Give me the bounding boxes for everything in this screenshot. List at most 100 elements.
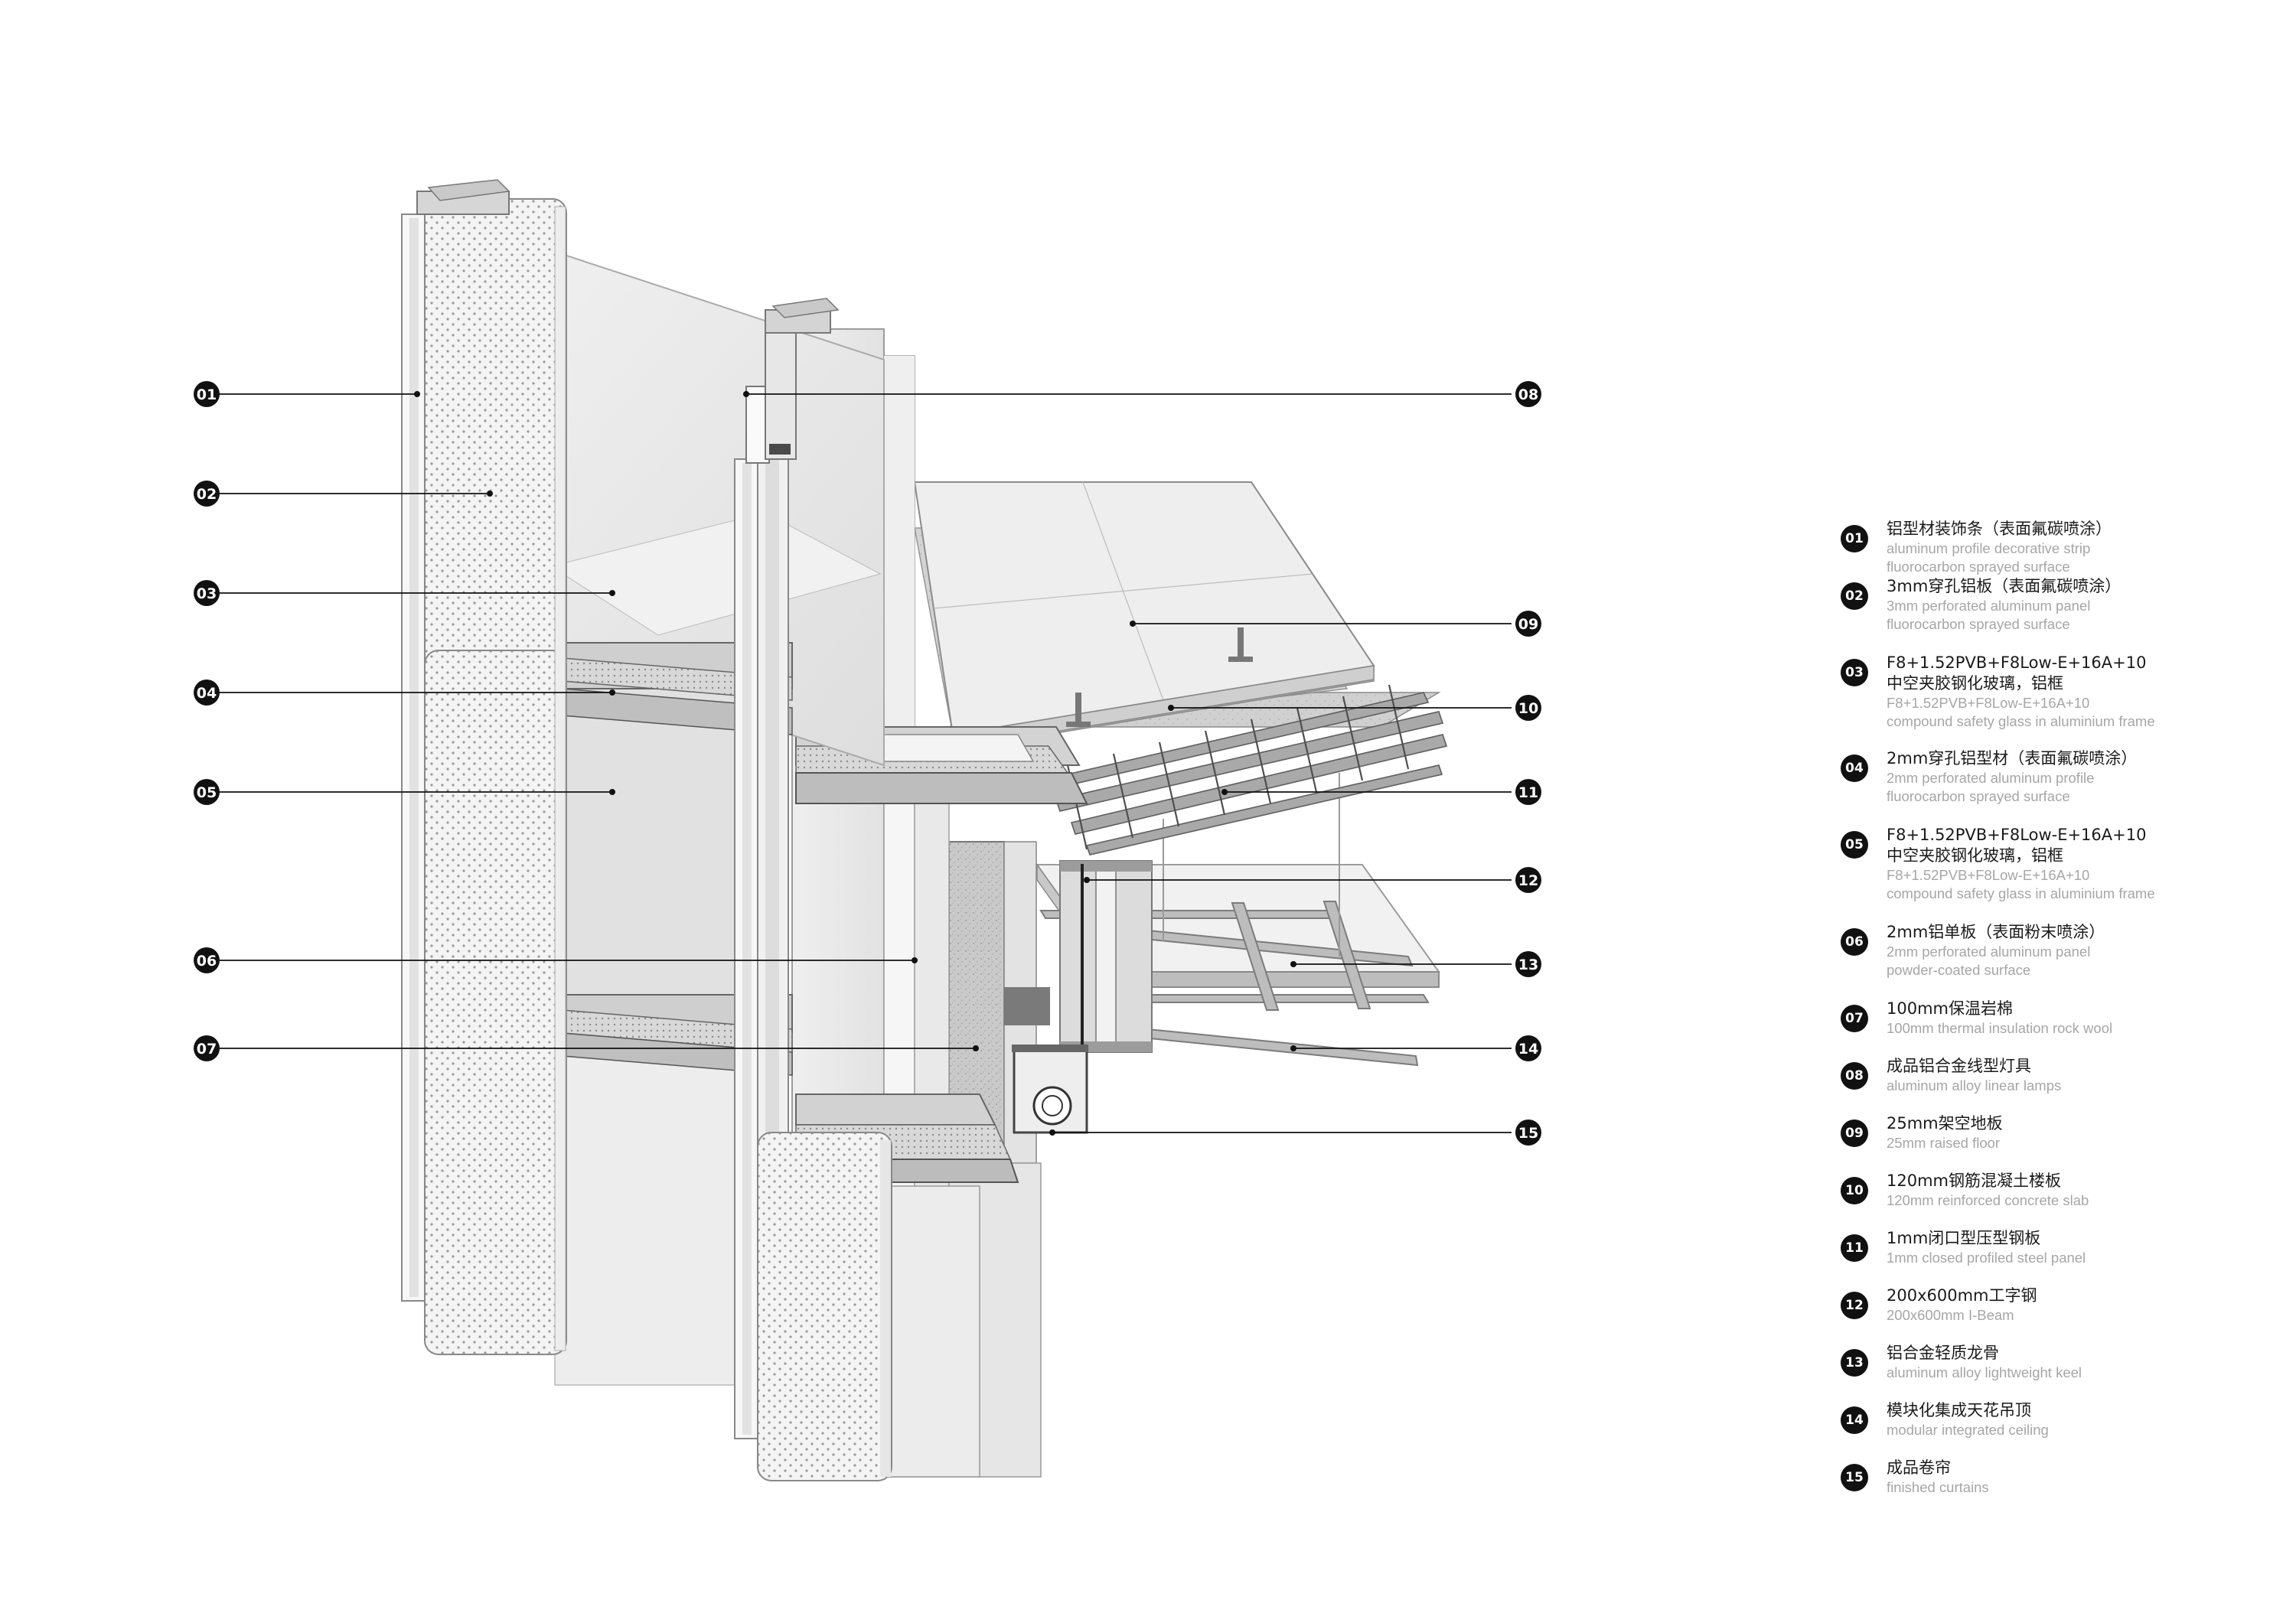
legend-label-en: F8+1.52PVB+F8Low-E+16A+10	[1887, 867, 2090, 883]
callout-02: 02	[194, 481, 220, 507]
legend-label-en: 2mm perforated aluminum profile	[1887, 770, 2095, 786]
svg-text:11: 11	[1518, 784, 1538, 801]
legend-item-03: 03 F8+1.52PVB+F8Low-E+16A+10 中空夹胶钢化玻璃，铝框…	[1841, 653, 2254, 748]
legend-badge: 04	[1841, 754, 1868, 782]
legend-label-en: F8+1.52PVB+F8Low-E+16A+10	[1887, 695, 2090, 711]
legend-label-zh: 铝合金轻质龙骨	[1887, 1344, 1999, 1362]
legend-label-en: 100mm thermal insulation rock wool	[1887, 1020, 2113, 1036]
leader-lines	[218, 393, 1512, 1133]
callout-11: 11	[1515, 779, 1541, 805]
svg-text:01: 01	[197, 386, 217, 403]
legend-label-en: 25mm raised floor	[1887, 1135, 2001, 1151]
callout-08: 08	[1515, 381, 1541, 407]
legend-badge: 07	[1841, 1005, 1868, 1032]
legend-label-zh: 模块化集成天花吊顶	[1887, 1401, 2031, 1419]
legend-label-en: finished curtains	[1887, 1479, 1989, 1495]
legend-item-15: 15 成品卷帘 finished curtains	[1841, 1458, 2254, 1515]
legend-badge: 13	[1841, 1349, 1868, 1377]
legend-label-zh-line2: 中空夹胶钢化玻璃，铝框	[1887, 674, 2063, 693]
legend-item-09: 09 25mm架空地板 25mm raised floor	[1841, 1113, 2254, 1171]
legend-item-14: 14 模块化集成天花吊顶 modular integrated ceiling	[1841, 1400, 2254, 1458]
callout-10: 10	[1515, 695, 1541, 721]
legend-badge: 10	[1841, 1177, 1868, 1204]
legend-label-en: 2mm perforated aluminum panel	[1887, 943, 2091, 960]
legend-label-zh: 3mm穿孔铝板（表面氟碳喷涂）	[1887, 577, 2122, 595]
svg-text:08: 08	[1518, 386, 1538, 403]
svg-text:07: 07	[197, 1041, 217, 1058]
legend-badge: 06	[1841, 928, 1868, 956]
legend-badge: 12	[1841, 1292, 1868, 1319]
legend-label-zh: 铝型材装饰条（表面氟碳喷涂）	[1887, 520, 2112, 538]
svg-text:09: 09	[1518, 616, 1538, 633]
legend-badge: 11	[1841, 1234, 1868, 1262]
perforated-panel-left	[424, 198, 567, 1355]
callout-13: 13	[1515, 951, 1541, 977]
callout-05: 05	[194, 779, 220, 805]
legend-item-02: 02 3mm穿孔铝板（表面氟碳喷涂） 3mm perforated alumin…	[1841, 576, 2254, 653]
legend-item-12: 12 200x600mm工字钢 200x600mm I-Beam	[1841, 1286, 2254, 1343]
legend-item-05: 05 F8+1.52PVB+F8Low-E+16A+10 中空夹胶钢化玻璃，铝框…	[1841, 825, 2254, 922]
callout-15: 15	[1515, 1119, 1541, 1146]
legend-label-en: aluminum profile decorative strip	[1887, 540, 2091, 556]
steel-deck	[1039, 692, 1448, 855]
legend-label-zh: F8+1.52PVB+F8Low-E+16A+10	[1887, 826, 2147, 844]
legend: 01 铝型材装饰条（表面氟碳喷涂） aluminum profile decor…	[1841, 519, 2254, 1515]
svg-text:06: 06	[197, 953, 217, 970]
legend-label-en: 120mm reinforced concrete slab	[1887, 1192, 2089, 1208]
legend-item-06: 06 2mm铝单板（表面粉末喷涂） 2mm perforated aluminu…	[1841, 922, 2254, 999]
leader-dots	[414, 391, 1296, 1136]
callout-14: 14	[1515, 1035, 1541, 1061]
legend-label-en: fluorocarbon sprayed surface	[1887, 559, 2070, 575]
legend-item-07: 07 100mm保温岩棉 100mm thermal insulation ro…	[1841, 999, 2254, 1056]
svg-text:05: 05	[197, 784, 217, 801]
legend-label-en: 3mm perforated aluminum panel	[1887, 598, 2091, 614]
legend-badge: 02	[1841, 582, 1868, 610]
svg-text:13: 13	[1518, 957, 1538, 973]
legend-label-en: 1mm closed profiled steel panel	[1887, 1250, 2086, 1266]
svg-text:10: 10	[1518, 700, 1538, 717]
legend-item-08: 08 成品铝合金线型灯具 aluminum alloy linear lamps	[1841, 1056, 2254, 1113]
svg-text:14: 14	[1518, 1041, 1538, 1058]
legend-label-en: fluorocarbon sprayed surface	[1887, 616, 2070, 632]
callout-04: 04	[194, 680, 220, 706]
legend-label-zh: 成品卷帘	[1887, 1458, 1951, 1477]
legend-label-zh: F8+1.52PVB+F8Low-E+16A+10	[1887, 653, 2147, 672]
svg-text:04: 04	[197, 685, 217, 702]
legend-badge: 08	[1841, 1062, 1868, 1090]
legend-label-en: 200x600mm I-Beam	[1887, 1307, 2014, 1323]
legend-label-zh: 2mm铝单板（表面粉末喷涂）	[1887, 923, 2105, 941]
legend-badge: 05	[1841, 831, 1868, 859]
callout-01: 01	[194, 381, 220, 407]
deck-ribs	[1066, 684, 1410, 850]
aluminum-fin-left	[401, 179, 510, 1302]
callout-07: 07	[194, 1035, 220, 1061]
legend-label-en: aluminum alloy linear lamps	[1887, 1077, 2062, 1093]
legend-label-en: aluminum alloy lightweight keel	[1887, 1364, 2082, 1380]
legend-badge: 01	[1841, 525, 1868, 552]
legend-label-zh: 1mm闭口型压型钢板	[1887, 1229, 2041, 1247]
legend-label-zh: 120mm钢筋混凝土楼板	[1887, 1172, 2061, 1190]
callout-12: 12	[1515, 867, 1541, 893]
legend-label-zh: 25mm架空地板	[1887, 1114, 2003, 1133]
legend-label-zh: 成品铝合金线型灯具	[1887, 1057, 2031, 1075]
legend-label-en: fluorocarbon sprayed surface	[1887, 788, 2070, 804]
perforated-panel-right	[757, 1132, 892, 1481]
legend-label-en: modular integrated ceiling	[1887, 1422, 2049, 1438]
raised-floor	[913, 481, 1375, 749]
legend-badge: 15	[1841, 1464, 1868, 1491]
svg-text:02: 02	[197, 486, 217, 503]
legend-item-10: 10 120mm钢筋混凝土楼板 120mm reinforced concret…	[1841, 1171, 2254, 1228]
i-beam	[1059, 860, 1153, 1053]
svg-text:12: 12	[1518, 872, 1538, 889]
legend-label-en: compound safety glass in aluminium frame	[1887, 885, 2155, 901]
legend-item-13: 13 铝合金轻质龙骨 aluminum alloy lightweight ke…	[1841, 1343, 2254, 1400]
legend-label-zh: 2mm穿孔铝型材（表面氟碳喷涂）	[1887, 749, 2138, 768]
legend-badge: 03	[1841, 659, 1868, 686]
legend-label-zh: 100mm保温岩棉	[1887, 999, 2013, 1018]
callout-09: 09	[1515, 611, 1541, 637]
svg-text:03: 03	[197, 585, 217, 602]
legend-label-en: compound safety glass in aluminium frame	[1887, 713, 2155, 729]
legend-badge: 09	[1841, 1119, 1868, 1147]
legend-badge: 14	[1841, 1406, 1868, 1434]
